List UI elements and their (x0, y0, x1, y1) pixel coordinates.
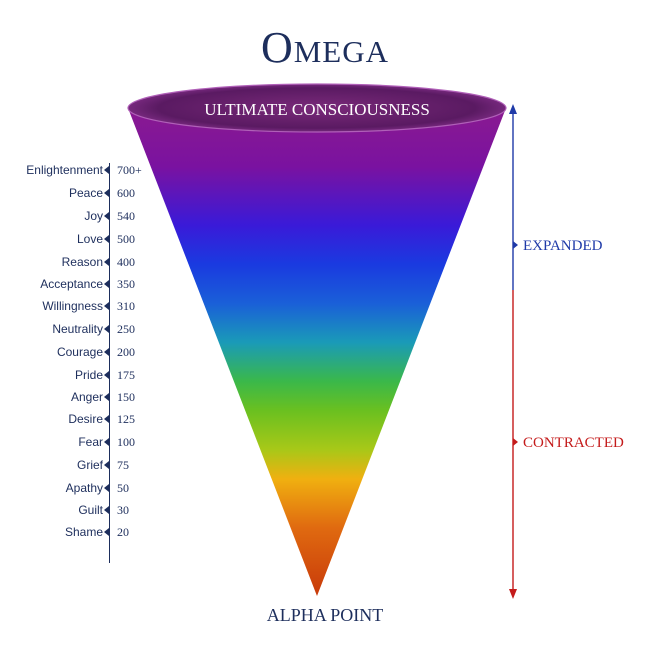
level-grief: Grief 75 (0, 457, 160, 479)
level-acceptance: Acceptance 350 (0, 276, 160, 298)
level-enlightenment: Enlightenment 700+ (0, 162, 160, 184)
level-love: Love 500 (0, 231, 160, 253)
level-tick-icon (104, 302, 109, 310)
level-willingness: Willingness 310 (0, 298, 160, 320)
level-name: Peace (68, 186, 103, 200)
level-name: Neutrality (52, 322, 103, 336)
level-fear: Fear 100 (0, 434, 160, 456)
level-value: 700+ (117, 163, 142, 177)
consciousness-scale: Enlightenment 700+ Peace 600 Joy 540 Love 50… (0, 0, 160, 650)
level-name: Shame (64, 525, 103, 539)
level-tick-icon (104, 371, 109, 379)
expanded-label: EXPANDED (523, 238, 603, 254)
level-name: Willingness (42, 299, 103, 313)
level-value: 150 (117, 390, 135, 404)
level-name: Courage (56, 345, 103, 359)
expanded-contracted-axis (509, 104, 517, 599)
level-joy: Joy 540 (0, 208, 160, 230)
expanded-arrowhead (509, 104, 517, 114)
top-label: ULTIMATE CONSCIOUSNESS (204, 100, 430, 119)
level-name: Pride (74, 368, 103, 382)
level-value: 400 (117, 255, 135, 269)
contracted-label: CONTRACTED (523, 435, 624, 451)
level-name: Guilt (78, 503, 103, 517)
contracted-marker (513, 438, 518, 446)
level-apathy: Apathy 50 (0, 480, 160, 502)
level-tick-icon (104, 415, 109, 423)
level-peace: Peace 600 (0, 185, 160, 207)
level-tick-icon (104, 280, 109, 288)
level-tick-icon (104, 438, 109, 446)
level-neutrality: Neutrality 250 (0, 321, 160, 343)
level-guilt: Guilt 30 (0, 502, 160, 524)
level-tick-icon (104, 189, 109, 197)
level-tick-icon (104, 393, 109, 401)
level-value: 200 (117, 345, 135, 359)
page-title: Omega (260, 23, 390, 72)
level-name: Love (76, 232, 103, 246)
level-tick-icon (104, 484, 109, 492)
level-value: 540 (117, 209, 135, 223)
level-tick-icon (104, 325, 109, 333)
level-name: Fear (78, 435, 103, 449)
level-value: 175 (117, 368, 135, 382)
level-tick-icon (104, 461, 109, 469)
level-pride: Pride 175 (0, 367, 160, 389)
level-value: 30 (117, 503, 129, 517)
level-reason: Reason 400 (0, 254, 160, 276)
level-name: Joy (84, 209, 103, 223)
level-value: 500 (117, 232, 135, 246)
level-name: Reason (61, 255, 103, 269)
level-value: 75 (117, 458, 129, 472)
level-name: Enlightenment (26, 163, 103, 177)
level-name: Apathy (65, 481, 103, 495)
level-name: Grief (76, 458, 103, 472)
level-value: 310 (117, 299, 135, 313)
scale-line (109, 163, 110, 563)
level-name: Anger (70, 390, 103, 404)
contracted-arrowhead (509, 589, 517, 599)
level-name: Acceptance (40, 277, 103, 291)
level-tick-icon (104, 166, 109, 174)
level-tick-icon (104, 235, 109, 243)
level-value: 125 (117, 412, 135, 426)
bottom-label: ALPHA POINT (266, 605, 384, 625)
level-courage: Courage 200 (0, 344, 160, 366)
level-name: Desire (68, 412, 103, 426)
level-value: 50 (117, 481, 129, 495)
level-shame: Shame 20 (0, 524, 160, 546)
level-tick-icon (104, 528, 109, 536)
level-value: 250 (117, 322, 135, 336)
level-value: 100 (117, 435, 135, 449)
level-tick-icon (104, 258, 109, 266)
expanded-marker (513, 241, 518, 249)
level-tick-icon (104, 506, 109, 514)
level-value: 350 (117, 277, 135, 291)
level-tick-icon (104, 348, 109, 356)
level-tick-icon (104, 212, 109, 220)
level-value: 20 (117, 525, 129, 539)
level-desire: Desire 125 (0, 411, 160, 433)
cone-body (128, 108, 506, 596)
level-value: 600 (117, 186, 135, 200)
cone-top-cap (127, 83, 507, 133)
level-anger: Anger 150 (0, 389, 160, 411)
